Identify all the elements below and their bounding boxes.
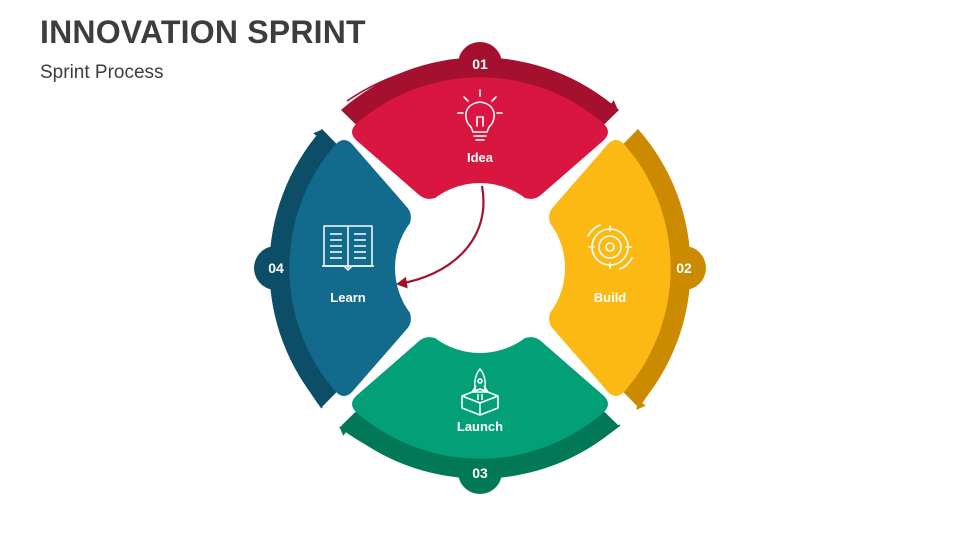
step-number-02: 02: [676, 260, 692, 276]
step-label-launch: Launch: [457, 419, 503, 434]
segment-idea: [352, 77, 608, 199]
step-number-04: 04: [268, 260, 284, 276]
step-number-01: 01: [472, 56, 488, 72]
gear-icon: [587, 224, 633, 270]
step-label-learn: Learn: [330, 290, 365, 305]
lightbulb-icon: [457, 89, 503, 141]
step-label-build: Build: [594, 290, 627, 305]
step-number-03: 03: [472, 465, 488, 481]
page-subtitle: Sprint Process: [40, 62, 164, 83]
page-title: INNOVATION SPRINT: [40, 14, 366, 50]
segment-launch: [352, 337, 608, 459]
rocket-box-icon: [461, 368, 499, 416]
step-label-idea: Idea: [467, 150, 494, 165]
book-icon: [322, 225, 374, 271]
center-return-arrow: [396, 185, 485, 289]
